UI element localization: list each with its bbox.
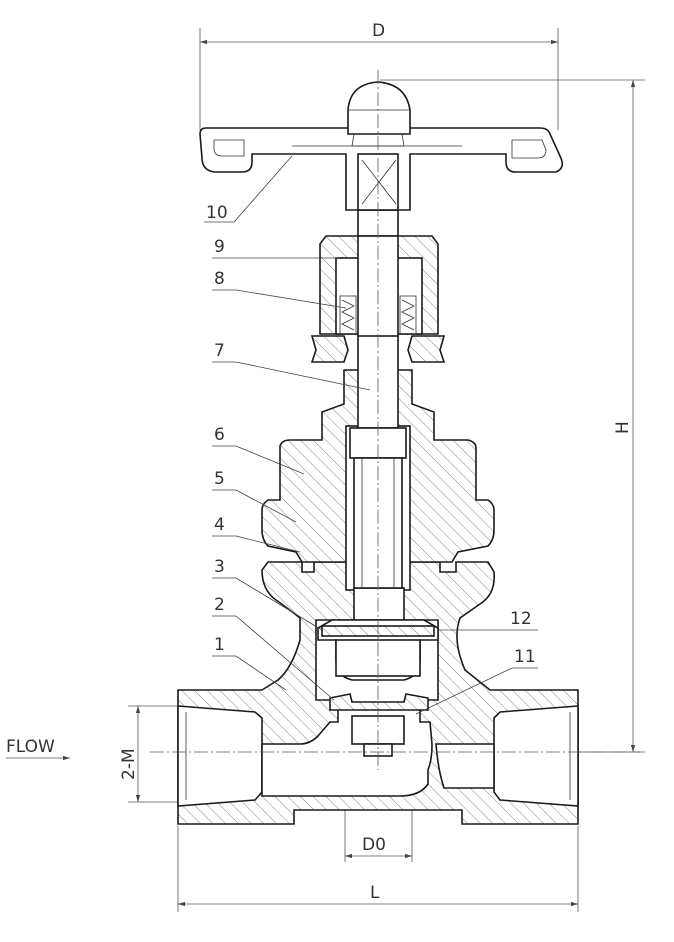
part-label-11: 11 xyxy=(514,647,536,667)
part-label-12: 12 xyxy=(510,609,532,629)
part-label-5: 5 xyxy=(214,469,225,489)
handwheel xyxy=(199,81,564,211)
center-lines xyxy=(150,70,640,770)
part-label-1: 1 xyxy=(214,635,225,655)
packing-rings xyxy=(339,295,417,335)
part-label-7: 7 xyxy=(214,341,225,361)
part-label-3: 3 xyxy=(214,557,225,577)
part-label-4: 4 xyxy=(214,515,225,535)
dimension-2m-label: 2-M xyxy=(119,748,139,780)
dimension-h-label: H xyxy=(613,421,633,434)
part-callouts: 10 9 8 7 6 5 4 3 2 1 12 11 xyxy=(204,155,538,715)
dimension-h: H xyxy=(380,79,645,753)
dimension-l-label: L xyxy=(370,883,380,903)
dimension-d: D xyxy=(199,21,559,130)
dimension-l: L xyxy=(177,826,579,912)
flow-label: FLOW xyxy=(6,737,55,757)
part-label-8: 8 xyxy=(214,269,225,289)
dimension-d0-label: D0 xyxy=(362,835,386,855)
dimension-d-label: D xyxy=(372,21,385,41)
flow-indicator: FLOW xyxy=(6,737,70,761)
part-label-6: 6 xyxy=(214,425,225,445)
part-label-9: 9 xyxy=(214,237,225,257)
part-label-10: 10 xyxy=(206,203,228,223)
part-label-2: 2 xyxy=(214,595,225,615)
